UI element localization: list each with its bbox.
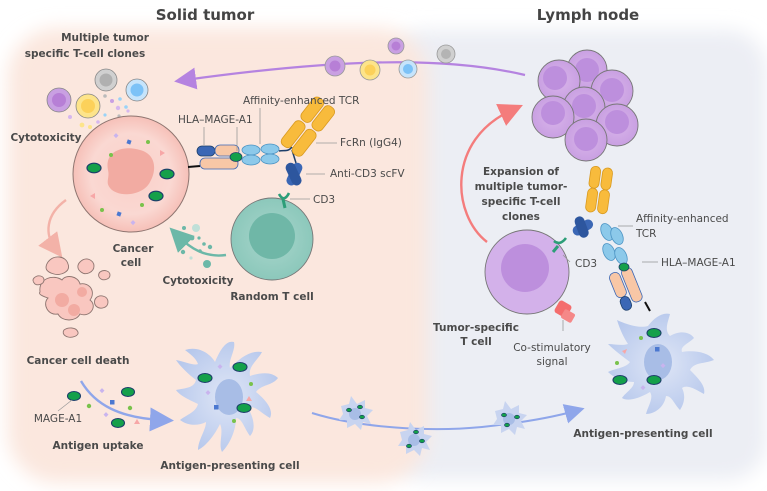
expansion-label-3: specific T-cell — [482, 196, 561, 208]
cytotoxicity-teal-label: Cytotoxicity — [162, 275, 233, 287]
cd3-label-right: CD3 — [575, 258, 597, 270]
attacking-t-cells — [46, 68, 149, 129]
lymph-node-title: Lymph node — [537, 6, 639, 24]
anti-cd3-label: Anti-CD3 scFV — [330, 168, 405, 180]
costim-label-2: signal — [536, 356, 567, 368]
expansion-label-4: clones — [502, 211, 540, 223]
migrating-t-cells — [324, 37, 456, 81]
apc-right — [608, 313, 714, 414]
expansion-label-1: Expansion of — [483, 166, 559, 178]
cancer-cell — [72, 115, 190, 233]
apc-left-label: Antigen-presenting cell — [160, 460, 299, 472]
random-t-cell — [230, 192, 314, 281]
random-t-cell-label: Random T cell — [230, 291, 313, 303]
migrating-apc-1 — [339, 396, 373, 430]
fcrn-label: FcRn (IgG4) — [340, 137, 402, 149]
hla-mage-a1-label-left: HLA–MAGE-A1 — [178, 114, 253, 126]
affinity-tcr-label-left: Affinity-enhanced TCR — [243, 95, 359, 107]
free-antigens — [57, 386, 140, 429]
expansion-label-2: multiple tumor- — [475, 181, 568, 193]
expansion-arrow — [460, 104, 523, 243]
migration-arrow — [174, 61, 526, 90]
immtac-molecule-left — [187, 96, 337, 186]
cd3-label-left: CD3 — [313, 194, 335, 206]
mage-a1-label: MAGE-A1 — [34, 413, 82, 425]
hla-mage-a1-label-right: HLA–MAGE-A1 — [661, 257, 736, 269]
migrating-apc-2 — [398, 422, 432, 456]
cancer-death-arrow — [38, 199, 67, 258]
solid-tumor-title: Solid tumor — [156, 6, 255, 24]
tumor-specific-label-1: Tumor-specific — [433, 322, 519, 334]
teal-cytotoxicity-arrow — [169, 224, 227, 268]
antigen-uptake-arrow — [79, 380, 174, 432]
affinity-tcr-label-right-1: Affinity-enhanced — [636, 213, 729, 225]
affinity-tcr-label-right-2: TCR — [635, 228, 656, 240]
cancer-cell-death-label: Cancer cell death — [27, 355, 130, 367]
costim-label-1: Co-stimulatory — [513, 342, 591, 354]
multiple-clones-label-1: Multiple tumor — [61, 32, 150, 44]
cytotoxicity-purple-label: Cytotoxicity — [10, 132, 81, 144]
apc-right-label: Antigen-presenting cell — [573, 428, 712, 440]
cancer-cell-label-1: Cancer — [113, 243, 155, 255]
cancer-fragment-cores — [55, 287, 87, 316]
multiple-clones-label-2: specific T-cell clones — [25, 48, 145, 60]
antigen-uptake-label: Antigen uptake — [53, 440, 144, 452]
tumor-specific-t-cell — [484, 229, 571, 315]
cancer-cell-label-2: cell — [121, 257, 142, 269]
migrating-apc-3 — [493, 401, 527, 435]
expanded-t-cell-clones — [531, 49, 639, 162]
apc-left — [176, 341, 278, 452]
immtac-molecule-right — [572, 165, 658, 312]
tumor-specific-label-2: T cell — [460, 336, 491, 348]
co-stimulatory-molecule — [554, 300, 575, 331]
